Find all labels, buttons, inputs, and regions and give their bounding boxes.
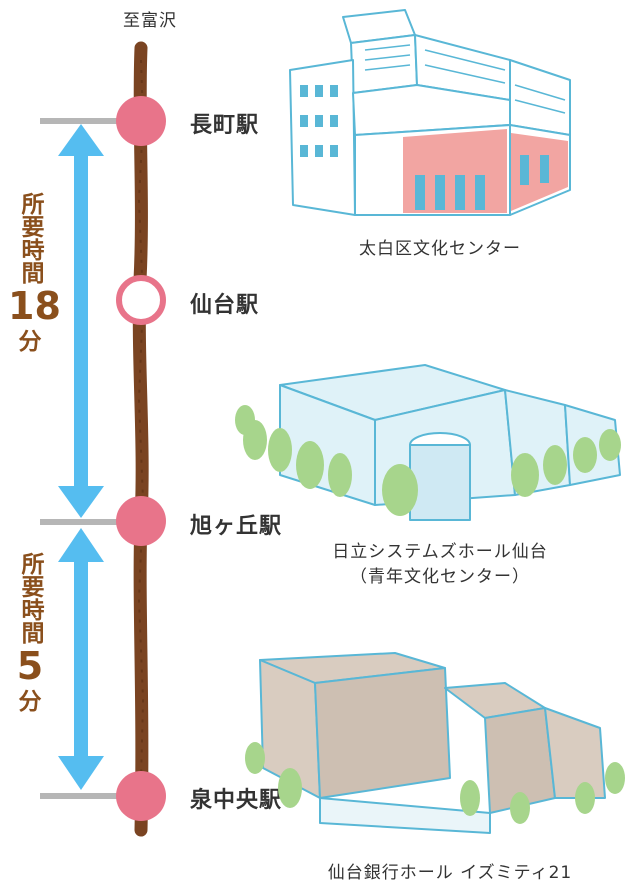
building-caption-taihaku: 太白区文化センター bbox=[359, 239, 521, 259]
station-label-asahigaoka: 旭ヶ丘駅 bbox=[190, 514, 283, 539]
building-caption-hitachi-sub: （青年文化センター） bbox=[350, 567, 530, 587]
travel-time-1: 所要時間 18 分 bbox=[8, 192, 61, 356]
travel-time-2-unit: 分 bbox=[18, 689, 42, 715]
station-tick-asahigaoka bbox=[40, 519, 125, 525]
building-caption-izumity: 仙台銀行ホール イズミティ21 bbox=[327, 863, 573, 883]
direction-label: 至富沢 bbox=[123, 11, 177, 31]
travel-time-2-label: 所要時間 bbox=[17, 552, 43, 644]
station-marker-izumichuo bbox=[116, 771, 166, 821]
building-caption-hitachi: 日立システムズホール仙台 bbox=[332, 542, 548, 562]
station-marker-sendai bbox=[116, 275, 166, 325]
building-illustration-hitachi bbox=[235, 364, 621, 521]
building-illustration-taihaku bbox=[289, 9, 571, 216]
travel-time-2: 所要時間 5 分 bbox=[8, 552, 52, 716]
station-marker-asahigaoka bbox=[116, 496, 166, 546]
station-label-izumichuo: 泉中央駅 bbox=[190, 788, 283, 813]
travel-time-1-number: 18 bbox=[8, 284, 61, 328]
station-label-nagamachi: 長町駅 bbox=[190, 113, 260, 138]
station-marker-nagamachi bbox=[116, 96, 166, 146]
station-tick-nagamachi bbox=[40, 118, 125, 124]
metro-line bbox=[132, 41, 149, 837]
travel-time-arrow-1 bbox=[58, 124, 104, 518]
travel-time-1-label: 所要時間 bbox=[17, 192, 43, 284]
building-illustration-izumity bbox=[245, 652, 625, 834]
station-tick-izumichuo bbox=[40, 793, 125, 799]
station-label-sendai: 仙台駅 bbox=[190, 293, 260, 318]
travel-time-1-unit: 分 bbox=[18, 329, 42, 355]
travel-time-arrow-2 bbox=[58, 528, 104, 790]
travel-time-2-number: 5 bbox=[16, 644, 44, 688]
